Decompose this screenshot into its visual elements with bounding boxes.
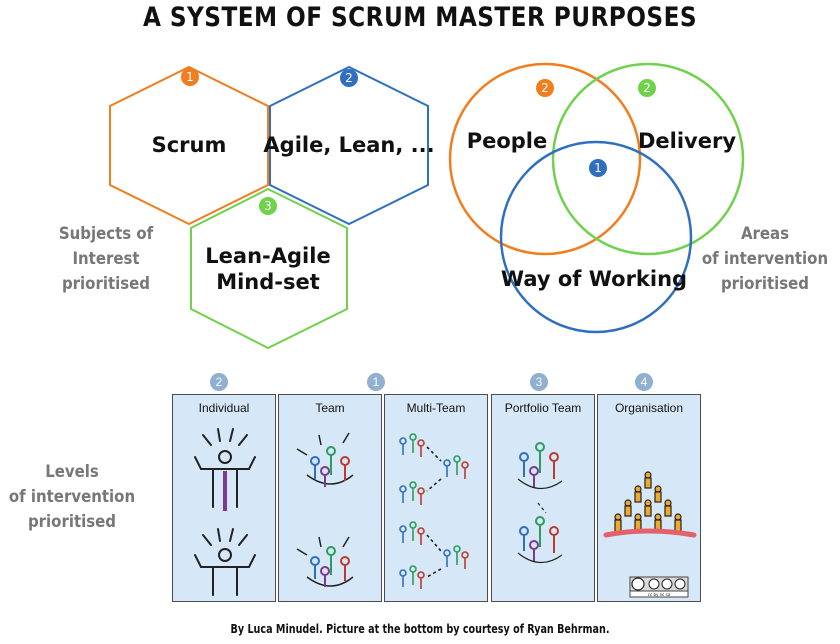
svg-text:cc by nc sa: cc by nc sa (648, 592, 671, 597)
badge-people: 2 (536, 79, 554, 97)
svg-text:1: 1 (186, 70, 194, 84)
badge-mindset: 3 (259, 197, 277, 215)
circle-delivery-label: Delivery (638, 129, 736, 153)
portfolio-team-figures-icon (517, 442, 563, 564)
panel-portfolio-team-label: Portfolio Team (504, 401, 582, 415)
svg-text:1: 1 (594, 161, 602, 175)
level-badge-team: 1 (367, 373, 385, 391)
hexagon-scrum: Scrum (109, 65, 269, 226)
svg-text:2: 2 (541, 81, 549, 95)
top-diagrams: Scrum Agile, Lean, ... Lean-Agile Mind-s… (109, 62, 745, 350)
footer-credit: By Luca Minudel. Picture at the bottom b… (230, 622, 610, 636)
circle-delivery (551, 62, 745, 256)
badge-agile-lean: 2 (340, 69, 358, 87)
hexagon-mindset: Lean-Agile Mind-set (190, 187, 348, 350)
svg-text:2: 2 (643, 81, 651, 95)
panel-multi-team: Multi-Team (384, 394, 488, 602)
level-badge-individual: 2 (210, 373, 228, 391)
panel-portfolio-team: Portfolio Team (491, 394, 595, 602)
panel-individual-label: Individual (198, 401, 250, 415)
level-badge-organisation: 4 (635, 373, 653, 391)
panel-multi-team-label: Multi-Team (406, 401, 466, 415)
badge-way-of-working: 1 (589, 159, 607, 177)
panel-organisation: Organisation cc by nc sa (597, 394, 701, 602)
areas-label: Areas of intervention prioritised (701, 224, 829, 294)
page-title: A SYSTEM OF SCRUM MASTER PURPOSES (142, 2, 698, 33)
badge-scrum: 1 (181, 68, 199, 86)
hexagon-agile-lean-label: Agile, Lean, ... (263, 133, 434, 157)
circle-people (448, 62, 642, 256)
hexagon-agile-lean: Agile, Lean, ... (263, 65, 435, 226)
svg-text:2: 2 (345, 71, 353, 85)
team-figures-icon (296, 432, 354, 587)
panel-individual: Individual (172, 394, 276, 602)
circle-people-label: People (467, 129, 548, 153)
panel-team: Team (278, 394, 382, 602)
panel-organisation-label: Organisation (614, 401, 684, 415)
circle-way-of-working-label: Way of Working (501, 267, 687, 291)
levels-label: Levels of intervention prioritised (8, 462, 136, 532)
level-badge-portfolio-team: 3 (530, 373, 548, 391)
hexagon-scrum-label: Scrum (152, 133, 227, 157)
organisation-pyramid-icon: cc by nc sa (603, 471, 697, 598)
circle-way-of-working (499, 140, 693, 334)
badge-delivery: 2 (638, 79, 656, 97)
hexagon-mindset-label-line1: Lean-Agile (205, 244, 330, 268)
svg-text:3: 3 (264, 199, 272, 213)
cc-license-badge: cc by nc sa (629, 576, 689, 598)
multi-team-figures-icon (399, 433, 469, 589)
panel-team-label: Team (315, 401, 345, 415)
subjects-label: Subjects of Interest prioritised (58, 224, 154, 294)
hexagon-mindset-label-line2: Mind-set (216, 270, 320, 294)
individual-figures-icon (194, 428, 256, 596)
